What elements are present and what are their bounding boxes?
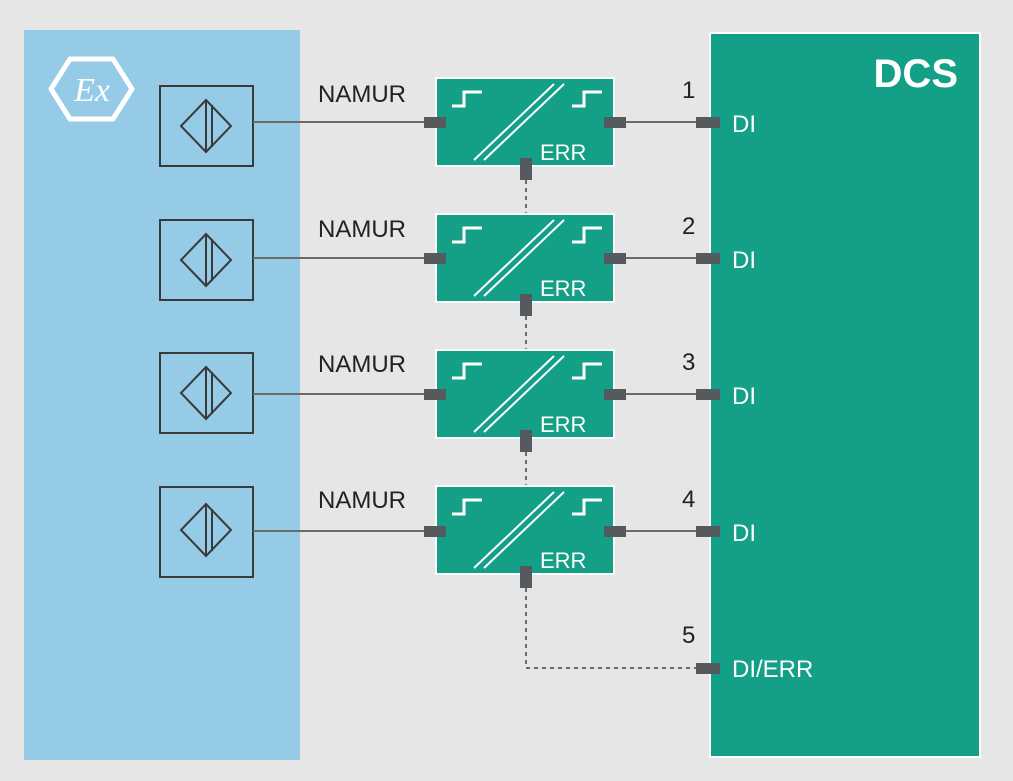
terminal-out-4: [604, 526, 626, 537]
terminal-err-3: [520, 430, 532, 452]
dcs-terminal-1: [696, 117, 720, 128]
terminal-err-1: [520, 158, 532, 180]
namur-sensor-2: [159, 219, 254, 301]
channel-2: NAMUR ERR 2 DI: [159, 213, 756, 316]
namur-label-4: NAMUR: [318, 487, 406, 514]
terminal-out-3: [604, 389, 626, 400]
isolation-slash-icon: [473, 219, 555, 297]
namur-label-3: NAMUR: [318, 351, 406, 378]
step-input-icon: [452, 226, 482, 244]
err-label-1: ERR: [540, 140, 586, 165]
step-input-icon: [452, 498, 482, 516]
channels: NAMUR ERR 1 DI NAMUR: [159, 77, 756, 588]
channel-4: NAMUR ERR 4 DI: [159, 485, 756, 588]
dcs-terminal-3: [696, 389, 720, 400]
namur-label-2: NAMUR: [318, 216, 406, 243]
step-input-icon: [452, 90, 482, 108]
dcs-terminal-2: [696, 253, 720, 264]
terminal-in-4: [424, 526, 446, 537]
isolation-slash-icon: [473, 491, 555, 569]
channel-number-4: 4: [682, 486, 695, 513]
channel-5-error: 5 DI/ERR: [682, 622, 813, 683]
dcs-terminal-4: [696, 526, 720, 537]
step-output-icon: [572, 362, 602, 380]
svg-text:Ex: Ex: [73, 72, 110, 109]
terminal-in-3: [424, 389, 446, 400]
err-label-4: ERR: [540, 548, 586, 573]
error-bus-line: [525, 172, 706, 669]
dcs-port-label-1: DI: [732, 111, 756, 138]
dcs-title: DCS: [874, 52, 958, 96]
dcs-terminal-5: [696, 663, 720, 674]
terminal-out-2: [604, 253, 626, 264]
step-output-icon: [572, 226, 602, 244]
err-label-2: ERR: [540, 276, 586, 301]
err-label-3: ERR: [540, 412, 586, 437]
namur-sensor-1: [159, 85, 254, 167]
dcs-block: [709, 32, 981, 758]
terminal-in-1: [424, 117, 446, 128]
dcs-port-label-4: DI: [732, 520, 756, 547]
channel-number-1: 1: [682, 77, 695, 104]
step-output-icon: [572, 90, 602, 108]
ex-explosion-protection-icon: Ex: [48, 56, 135, 122]
dcs-port-label-5: DI/ERR: [732, 656, 813, 683]
channel-1: NAMUR ERR 1 DI: [159, 77, 756, 180]
channel-number-2: 2: [682, 213, 695, 240]
channel-number-3: 3: [682, 349, 695, 376]
isolation-slash-icon: [473, 83, 555, 161]
isolation-slash-icon: [473, 355, 555, 433]
terminal-in-2: [424, 253, 446, 264]
terminal-err-4: [520, 566, 532, 588]
namur-label-1: NAMUR: [318, 81, 406, 108]
dcs-port-label-3: DI: [732, 383, 756, 410]
channel-number-5: 5: [682, 622, 695, 649]
step-input-icon: [452, 362, 482, 380]
terminal-out-1: [604, 117, 626, 128]
dcs-port-label-2: DI: [732, 247, 756, 274]
channel-3: NAMUR ERR 3 DI: [159, 349, 756, 452]
step-output-icon: [572, 498, 602, 516]
terminal-err-2: [520, 294, 532, 316]
